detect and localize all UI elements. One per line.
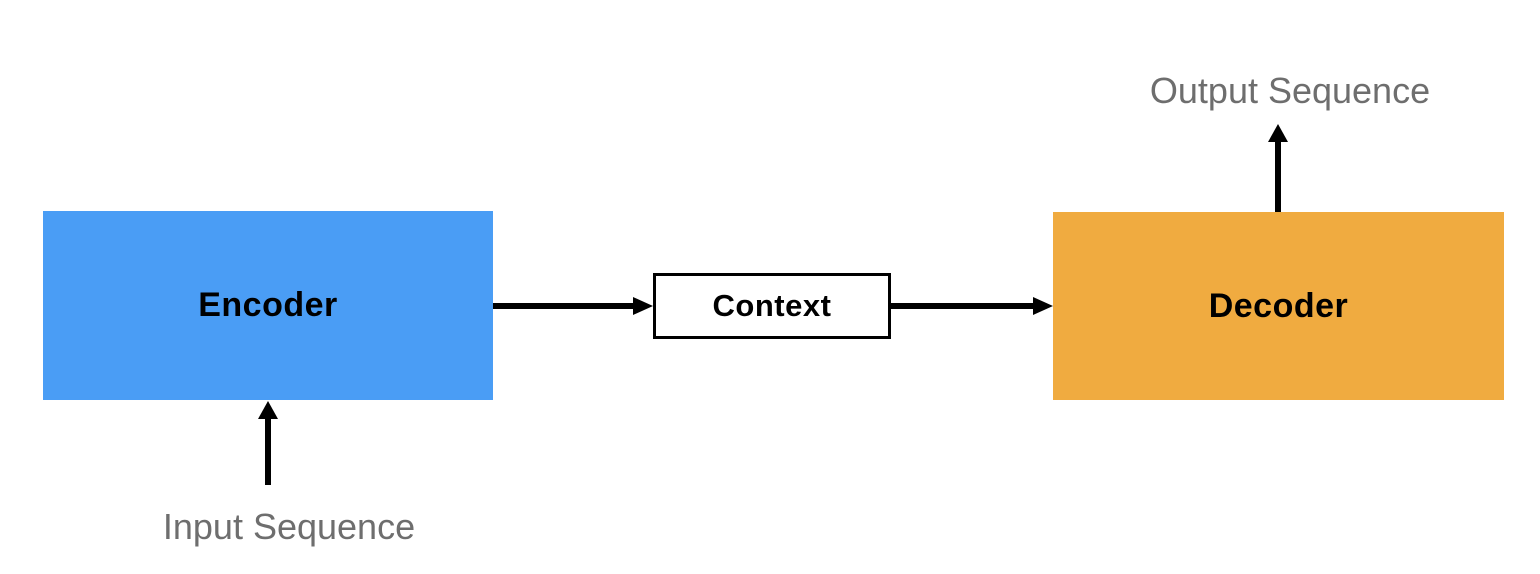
- arrow-shaft: [265, 417, 271, 485]
- context-label: Context: [712, 288, 832, 323]
- input-sequence-label: Input Sequence: [162, 506, 416, 547]
- arrowhead-right-icon: [1033, 297, 1053, 315]
- decoder-node: Decoder: [1053, 212, 1504, 400]
- arrowhead-up-icon: [1268, 124, 1288, 142]
- context-node: Context: [653, 273, 891, 339]
- arrow-shaft: [1275, 142, 1281, 212]
- arrow-shaft: [493, 303, 633, 309]
- arrowhead-right-icon: [633, 297, 653, 315]
- decoder-label: Decoder: [1208, 286, 1349, 325]
- arrowhead-up-icon: [258, 401, 278, 419]
- encoder-node: Encoder: [43, 211, 493, 400]
- encoder-label: Encoder: [198, 286, 338, 324]
- arrow-shaft: [891, 303, 1033, 309]
- output-sequence-label: Output Sequence: [1149, 70, 1431, 111]
